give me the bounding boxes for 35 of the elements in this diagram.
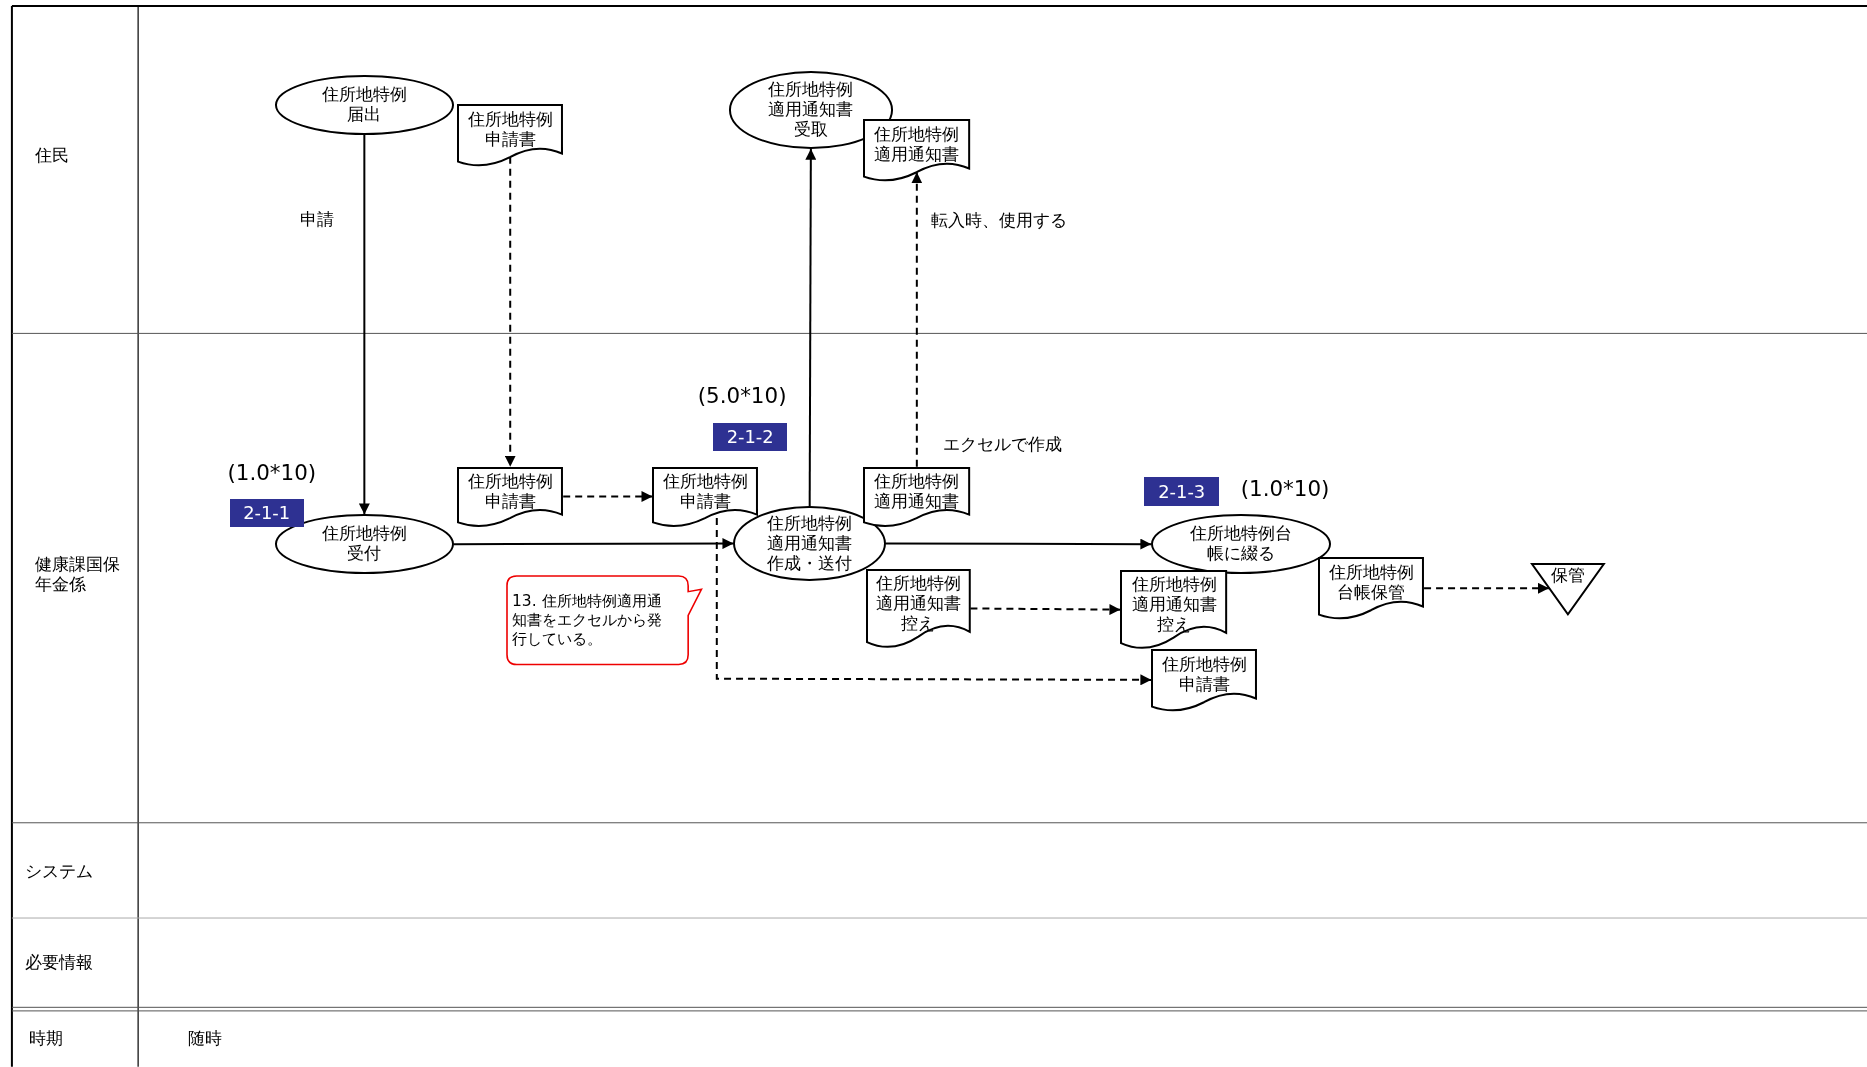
document-symbol: 住所地特例適用通知書控え: [865, 569, 971, 648]
lane-label: 時期: [28, 1028, 63, 1049]
arrow: [884, 538, 1153, 550]
document-symbol: 住所地特例適用通知書: [863, 119, 971, 181]
document-symbol: 住所地特例申請書: [457, 466, 564, 527]
dashed-arrow: [504, 155, 516, 468]
callout-bubble: 13. 住所地特例適用通知書をエクセルから発行している。: [506, 575, 703, 666]
dashed-arrow: [715, 516, 1153, 686]
arrow: [805, 147, 817, 508]
document-symbol: 住所地特例申請書: [457, 103, 564, 166]
document-symbol: 住所地特例適用通知書控え: [1120, 570, 1228, 649]
step-badge: 2-1-1: [229, 498, 304, 528]
dashed-arrow: [1423, 582, 1550, 594]
dashed-arrow: [911, 171, 923, 468]
step-badge: 2-1-3: [1144, 477, 1220, 506]
step-badge: 2-1-2: [713, 422, 788, 452]
time-estimate: (1.0*10): [1240, 476, 1330, 502]
document-symbol: 住所地特例台帳保管: [1318, 557, 1425, 620]
arrow: [452, 538, 735, 550]
arrow: [358, 133, 370, 516]
dashed-arrow: [562, 491, 654, 502]
document-symbol: 住所地特例適用通知書: [863, 466, 971, 527]
lane-label: システム: [25, 862, 93, 883]
time-estimate: (5.0*10): [697, 383, 787, 410]
note-text: エクセルで作成: [943, 434, 1062, 455]
lane-label: 健康課国保年金係: [34, 554, 121, 595]
storage-triangle: 保管: [1531, 563, 1606, 616]
time-estimate: (1.0*10): [227, 459, 317, 486]
lane-label: 必要情報: [25, 952, 93, 973]
document-symbol: 住所地特例申請書: [652, 466, 759, 527]
process-ellipse: 住所地特例届出: [275, 75, 454, 135]
dashed-arrow: [969, 604, 1122, 616]
lane-label: 住民: [34, 146, 69, 167]
lane-label: 随時: [188, 1028, 223, 1049]
document-symbol: 住所地特例申請書: [1151, 648, 1258, 711]
